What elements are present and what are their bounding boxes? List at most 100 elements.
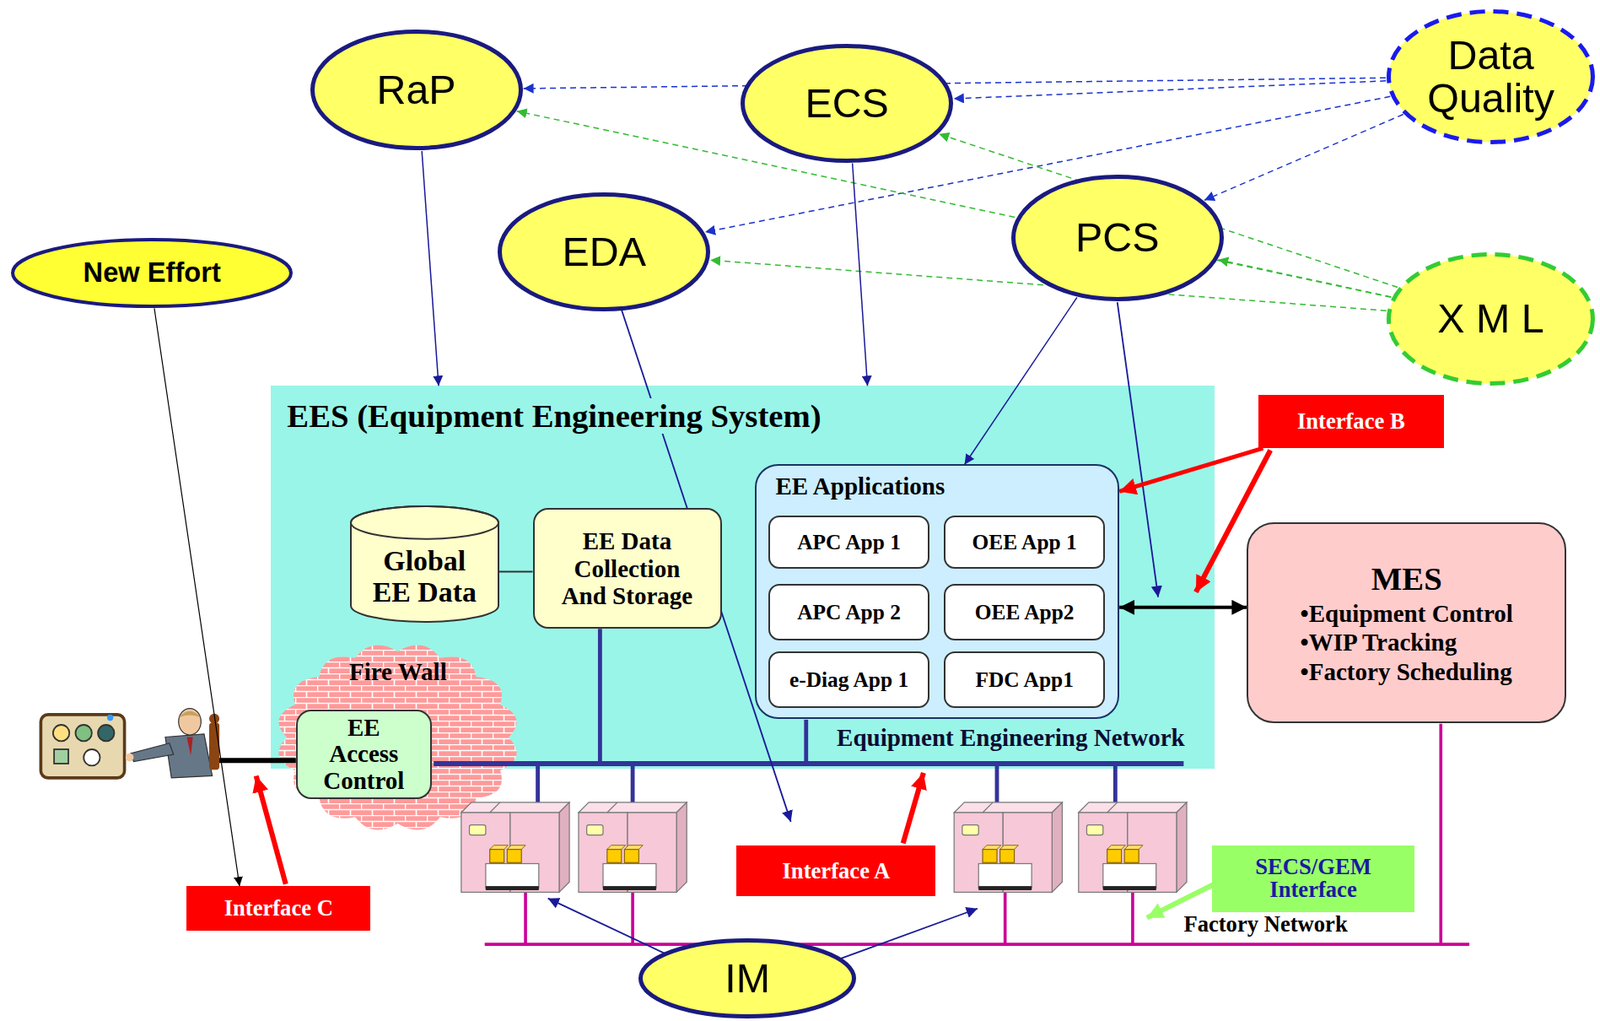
text-area: EE Access Control	[296, 709, 432, 799]
text-area: MES•Equipment Control•WIP Tracking•Facto…	[1246, 522, 1567, 723]
text-area: Global EE Data	[350, 505, 500, 623]
text-stack: Global EE Data	[370, 544, 479, 609]
connector	[964, 296, 1078, 464]
equipment-icon	[953, 802, 1062, 892]
text-stack: RaP	[377, 68, 457, 112]
text-area: Interface B	[1258, 394, 1444, 448]
node-label: SECS/GEM Interface	[1253, 855, 1374, 900]
connector	[523, 77, 1386, 89]
text-area: OEE App 1	[943, 515, 1105, 569]
ellipse-node: RaP	[309, 28, 524, 151]
outline-shape	[736, 845, 936, 896]
text-stack: OEE App2	[975, 599, 1075, 625]
text-stack: OEE App 1	[972, 529, 1078, 555]
connector	[710, 259, 1387, 311]
node-body-text: •Factory Scheduling	[1300, 657, 1514, 687]
equipment-network	[433, 628, 1184, 804]
interface-callout: SECS/GEM Interface	[1212, 845, 1415, 912]
process-box: OEE App 1	[943, 515, 1105, 569]
factory-network	[484, 723, 1470, 944]
layout-drawing	[40, 301, 1470, 964]
dashed-ellipse: Data Quality	[1385, 8, 1596, 146]
network-label: Factory Network	[1183, 910, 1347, 938]
ellipse-node: ECS	[739, 43, 954, 164]
outline-shape	[743, 45, 952, 161]
text-stack: IM	[724, 956, 771, 1000]
text-area: OEE App2	[943, 583, 1105, 641]
node-label: X M L	[1437, 296, 1544, 340]
operator-figure	[40, 708, 220, 778]
text-stack: EE Applications	[775, 472, 1110, 501]
outline-shape	[1012, 176, 1222, 299]
outline-shape	[769, 516, 929, 568]
connector	[938, 134, 1398, 288]
node-label: RaP	[377, 68, 457, 112]
outline-shape	[186, 885, 371, 931]
interface-callout: Interface B	[1258, 394, 1444, 448]
text-stack: New Effort	[83, 258, 221, 287]
text-stack: Interface C	[224, 894, 334, 922]
connector	[1119, 605, 1247, 609]
outline-shape	[1247, 522, 1566, 722]
text-stack: EE Data Collection And Storage	[557, 527, 698, 610]
connector	[852, 162, 868, 386]
ellipse-node: EDA	[496, 191, 712, 313]
node-label: PCS	[1075, 215, 1159, 259]
text-area: IM	[637, 937, 857, 1019]
text-area: Interface A	[736, 845, 936, 896]
process-box: APC App 2	[768, 583, 930, 641]
outline-shape	[944, 584, 1105, 640]
node-label: APC App 1	[797, 529, 901, 555]
text-area: EE Data Collection And Storage	[533, 507, 722, 629]
node-label: Interface C	[224, 894, 334, 922]
process-box: e-Diag App 1	[768, 651, 930, 708]
outline-shape	[1212, 845, 1415, 912]
application-group: EE ApplicationsAPC App 1 OEE App 1 APC App…	[754, 463, 1120, 719]
text-area: Fire Wall	[273, 637, 523, 687]
process-box: APC App 1	[768, 515, 930, 569]
access-link	[214, 757, 297, 763]
text-area: New Effort	[10, 237, 294, 309]
text-stack: PCS	[1075, 215, 1159, 259]
text-stack: EDA	[561, 230, 646, 274]
text-area: PCS	[1010, 173, 1225, 302]
text-stack: MES•Equipment Control•WIP Tracking•Facto…	[1300, 559, 1514, 687]
node-label: EES (Equipment Engineering System)	[283, 398, 825, 435]
node-label: EE Data Collection And Storage	[557, 527, 698, 610]
node-label: Fire Wall	[283, 657, 512, 686]
outline-shape	[1258, 394, 1444, 448]
mes-box: MES•Equipment Control•WIP Tracking•Facto…	[1246, 522, 1567, 723]
outline-shape	[500, 194, 709, 310]
outline-shape	[350, 506, 499, 622]
connector	[421, 150, 439, 386]
connector	[499, 571, 534, 573]
access-box: EE Access Control	[296, 709, 432, 799]
text-stack: e-Diag App 1	[789, 667, 909, 692]
node-label: EE Applications	[775, 472, 1110, 501]
dashed-ellipse: X M L	[1385, 251, 1596, 387]
outline-shape	[755, 464, 1119, 718]
interface-callout: Interface C	[186, 885, 371, 931]
text-area: Data Quality	[1385, 8, 1596, 146]
connector	[953, 80, 1386, 99]
network-label: Equipment Engineering Network	[836, 723, 1186, 752]
outline-shape	[944, 651, 1105, 707]
process-box: OEE App2	[943, 583, 1105, 641]
text-area: EE Applications	[754, 463, 1120, 501]
text-area: EES (Equipment Engineering System)	[270, 385, 1215, 434]
equipment-icon	[578, 802, 687, 892]
node-label: Data Quality	[1414, 33, 1568, 120]
database-cylinder: Global EE Data	[350, 505, 500, 623]
node-label: OEE App 1	[972, 529, 1078, 555]
node-label: Global EE Data	[370, 544, 479, 609]
text-stack: Interface B	[1297, 408, 1406, 435]
pointer-lines	[548, 301, 1159, 964]
interface-pointers	[256, 450, 1272, 884]
equipment-icon	[1078, 802, 1187, 892]
cylinder-rim	[350, 506, 499, 539]
text-area: e-Diag App 1	[768, 651, 930, 708]
text-area: APC App 2	[768, 583, 930, 641]
connector	[1119, 447, 1263, 491]
outline-shape	[312, 31, 521, 148]
node-label: IM	[724, 956, 771, 1000]
